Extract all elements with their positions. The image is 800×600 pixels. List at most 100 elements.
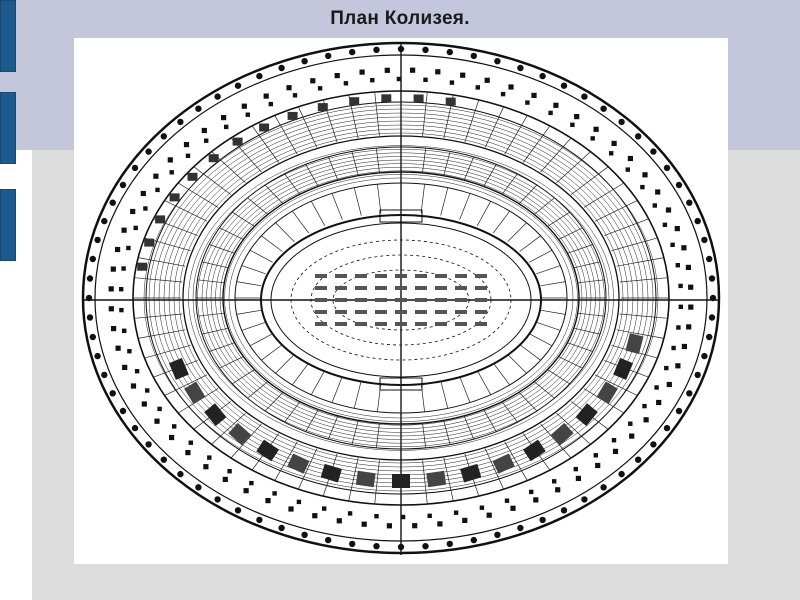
- plan-radial-line: [547, 211, 570, 227]
- plan-stair-block: [596, 381, 618, 405]
- plan-stair-block: [392, 474, 410, 488]
- plan-pier: [160, 456, 167, 463]
- plan-radial-line: [573, 261, 601, 269]
- plan-radial-line: [443, 151, 451, 176]
- plan-radial-line: [604, 218, 649, 236]
- plan-radial-line: [274, 441, 298, 481]
- plan-hypogeum-cell: [335, 274, 347, 278]
- plan-radial-line: [164, 200, 208, 222]
- plan-radial-line: [247, 381, 269, 399]
- plan-pier: [643, 417, 649, 423]
- plan-radial-line: [144, 344, 191, 359]
- plan-radial-line: [583, 182, 624, 208]
- plan-pier: [110, 266, 116, 272]
- plan-hypogeum-cell: [315, 298, 327, 302]
- plan-pier: [642, 403, 647, 409]
- plan-radial-line: [536, 265, 561, 275]
- plan-pier: [89, 255, 96, 263]
- plan-pier: [153, 173, 159, 179]
- plan-radial-line: [298, 106, 318, 148]
- plan-pier: [301, 58, 308, 65]
- plan-pier: [386, 523, 392, 529]
- plan-radial-line: [261, 344, 283, 361]
- plan-radial-line: [247, 197, 269, 215]
- plan-hypogeum-cell: [395, 322, 407, 326]
- plan-hypogeum-cell: [375, 286, 387, 290]
- plan-radial-line: [540, 137, 572, 173]
- plan-hypogeum-cell: [455, 286, 467, 290]
- plan-radial-line: [236, 281, 262, 287]
- plan-step-line: [206, 159, 596, 437]
- plan-hypogeum-cell: [455, 274, 467, 278]
- plan-radial-line: [533, 197, 555, 215]
- plan-pier: [581, 496, 588, 503]
- plan-radial-line: [501, 173, 518, 195]
- plan-step-line: [143, 104, 659, 492]
- plan-pier: [322, 506, 327, 511]
- plan-hypogeum-cell: [415, 298, 427, 302]
- plan-pier: [201, 127, 207, 134]
- plan-radial-line: [236, 309, 262, 315]
- plan-radial-line: [178, 182, 219, 208]
- plan-hypogeum-cell: [355, 322, 367, 326]
- plan-stair-block: [137, 262, 148, 271]
- plan-pier: [396, 76, 402, 82]
- plan-hypogeum-cell: [435, 310, 447, 314]
- plan-pier: [664, 365, 669, 371]
- slide-title: План Колизея.: [330, 8, 470, 29]
- plan-stair-block: [208, 154, 219, 163]
- plan-radial-line: [351, 151, 359, 176]
- plan-pier: [140, 190, 146, 197]
- plan-pier: [349, 48, 356, 56]
- colosseum-plan-drawing: [81, 41, 721, 555]
- plan-pier: [343, 81, 349, 86]
- plan-pier: [349, 540, 356, 548]
- plan-pier: [642, 172, 648, 178]
- plan-radial-line: [484, 448, 504, 490]
- plan-pier: [504, 498, 510, 503]
- plan-radial-line: [522, 125, 551, 163]
- plan-pier: [108, 306, 114, 312]
- plan-hypogeum-cell: [355, 286, 367, 290]
- plan-stair-block: [492, 453, 515, 474]
- plan-pier: [296, 499, 302, 505]
- plan-pier: [195, 105, 202, 112]
- plan-pier: [529, 489, 534, 495]
- plan-pier: [133, 225, 138, 231]
- plan-stair-block: [381, 94, 392, 103]
- plan-hypogeum-cell: [475, 298, 487, 302]
- plan-pier: [671, 345, 676, 351]
- plan-pier: [449, 80, 455, 85]
- plan-hypogeum-cell: [315, 322, 327, 326]
- plan-pier: [654, 385, 659, 390]
- plan-pier: [361, 521, 367, 527]
- plan-radial-line: [484, 106, 504, 148]
- plan-pier: [618, 118, 625, 126]
- plan-hypogeum-cell: [435, 322, 447, 326]
- plan-pier: [609, 151, 614, 156]
- plan-radial-line: [558, 227, 583, 240]
- plan-pier: [119, 181, 127, 189]
- plan-stair-block: [550, 422, 574, 446]
- plan-radial-line: [573, 327, 601, 335]
- plan-pier: [373, 46, 380, 53]
- plan-hypogeum-cell: [375, 298, 387, 302]
- plan-pier: [310, 78, 316, 84]
- plan-pier: [539, 516, 546, 524]
- plan-pier: [706, 333, 713, 341]
- plan-pier: [397, 543, 405, 551]
- plan-pier: [600, 105, 607, 112]
- plan-hypogeum-cell: [395, 286, 407, 290]
- plan-hypogeum-cell: [315, 274, 327, 278]
- plan-radial-line: [284, 173, 301, 195]
- plan-pier: [160, 133, 167, 140]
- plan-pier: [177, 118, 184, 126]
- plan-pier: [548, 110, 553, 116]
- plan-pier: [265, 498, 271, 504]
- plan-pier: [656, 399, 662, 406]
- plan-pier: [612, 448, 619, 454]
- plan-pier: [119, 407, 127, 415]
- plan-pier: [560, 82, 568, 89]
- plan-radial-line: [292, 210, 309, 234]
- plan-radial-line: [197, 312, 225, 317]
